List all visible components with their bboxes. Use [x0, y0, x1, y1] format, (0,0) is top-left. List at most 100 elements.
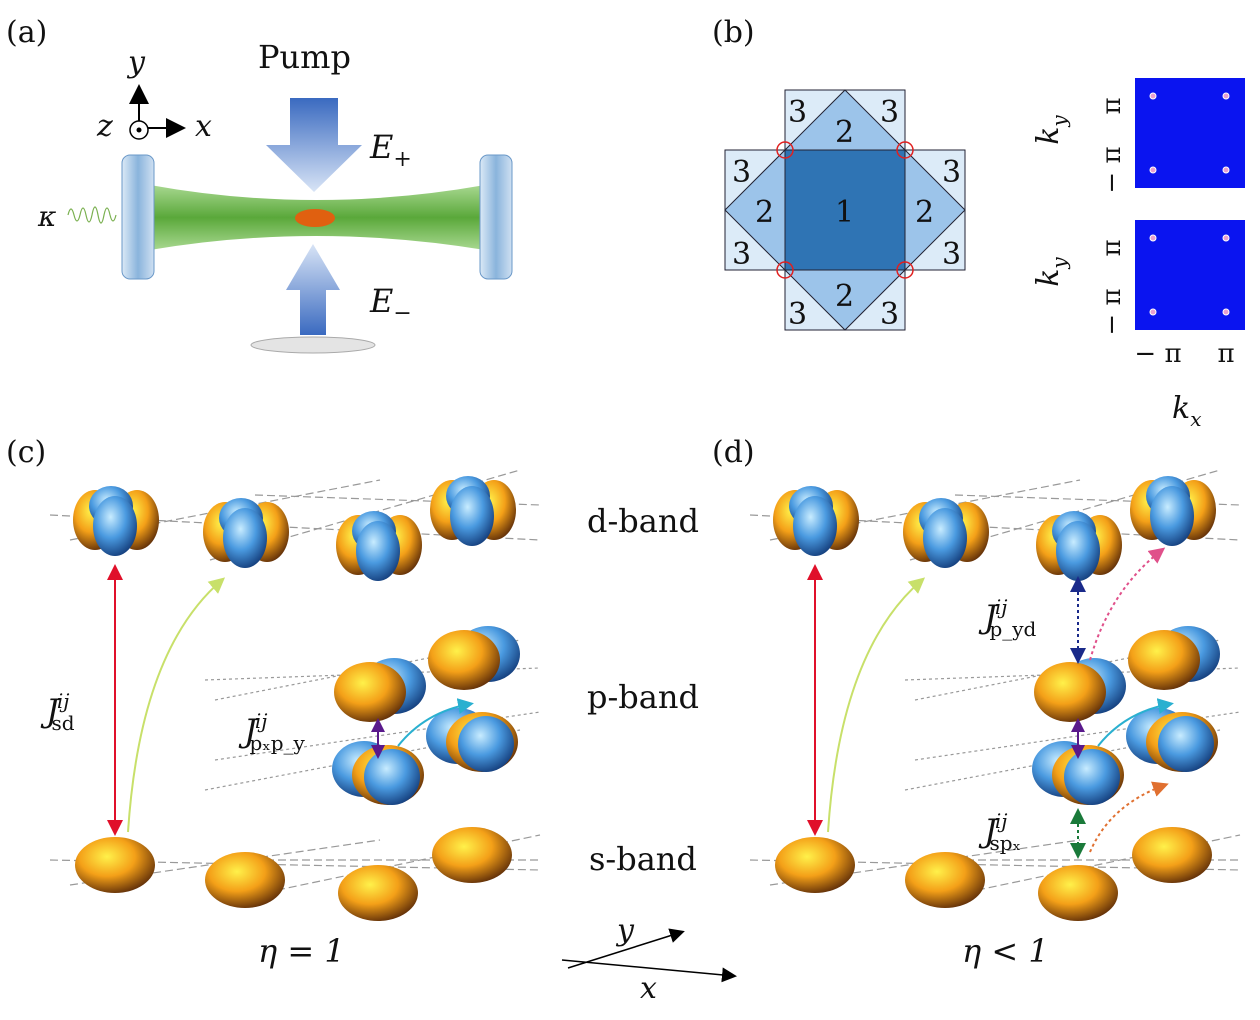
- diagonal-sp-arrow: [1089, 781, 1169, 853]
- d-orbital: [73, 486, 159, 556]
- coordinate-axes-icon: [129, 84, 186, 140]
- s-orbital: [905, 852, 985, 908]
- pump-arrow-up: [286, 244, 340, 335]
- left-mirror: [121, 154, 155, 280]
- p-band-label: p-band: [587, 678, 699, 716]
- zone-2-top: 2: [835, 115, 854, 150]
- d-lobe-blue: [1056, 521, 1100, 581]
- zone-3: 3: [788, 95, 807, 130]
- kx-tick-minus-pi: − π: [1134, 339, 1181, 369]
- ky-label: ky: [1031, 115, 1071, 145]
- lattice-x-label: x: [640, 971, 657, 1006]
- zone-labels: 1 2 2 2 2 3 3 3 3 3 3 3 3: [732, 95, 961, 332]
- s-band-label: s-band: [589, 840, 697, 878]
- panel-b-label: (b): [712, 15, 755, 50]
- eta-d-label: η < 1: [962, 932, 1049, 970]
- d-lobe-blue: [223, 508, 267, 568]
- ky-tick-minus-pi: − π: [1097, 146, 1127, 193]
- d-orbital: [1130, 476, 1216, 546]
- p-lobe-blue: [458, 716, 514, 772]
- s-orbital: [1038, 865, 1118, 921]
- d-orbital: [1036, 511, 1122, 581]
- pump-arrow-down: [266, 98, 362, 192]
- ky-tick-minus-pi: − π: [1097, 288, 1127, 335]
- brillouin-zones: [724, 89, 966, 331]
- d-lobe-blue: [1150, 486, 1194, 546]
- p-lobe-orange: [428, 630, 500, 690]
- momentum-map-bottom: [1135, 220, 1245, 330]
- p-orbital: [428, 626, 520, 690]
- retro-mirror: [250, 336, 376, 354]
- zone-3: 3: [732, 237, 751, 272]
- band-labels: d-band p-band s-band: [587, 502, 699, 878]
- d-lobe-blue: [356, 521, 400, 581]
- zone-3: 3: [788, 297, 807, 332]
- zone-2-right: 2: [915, 195, 934, 230]
- e-minus-label: E−: [369, 282, 412, 326]
- kappa-label: κ: [37, 200, 56, 233]
- diagonal-sd-arrow: [127, 577, 226, 833]
- zone-3: 3: [942, 237, 961, 272]
- lattice-line: [904, 667, 1241, 681]
- panel-d-label: (d): [712, 435, 755, 470]
- panel-b: (b) 1 2 2 2 2 3 3 3 3 3 3 3 3: [712, 15, 1245, 431]
- s-orbital: [338, 865, 418, 921]
- lattice-panels: [49, 469, 1241, 921]
- s-orbital: [75, 837, 155, 893]
- panel-c-label: (c): [6, 435, 46, 470]
- kx-tick-pi: π: [1217, 339, 1234, 369]
- lattice-line: [204, 667, 541, 681]
- axis-x-label: x: [195, 109, 212, 144]
- d-orbital: [903, 498, 989, 568]
- p-lobe-orange: [1128, 630, 1200, 690]
- axis-z-label: z: [96, 109, 113, 144]
- eta-c-label: η = 1: [258, 932, 345, 970]
- pump-label: Pump: [258, 38, 351, 76]
- p-lobe-orange: [1034, 662, 1106, 722]
- p-orbital: [1034, 658, 1126, 722]
- d-orbital: [203, 498, 289, 568]
- diagonal-pd-arrow: [1089, 547, 1166, 661]
- e-plus-label: E+: [369, 128, 412, 172]
- p-lobe-orange: [334, 662, 406, 722]
- zone-3: 3: [880, 297, 899, 332]
- d-orbital: [773, 486, 859, 556]
- panel-a: (a) Pump y x z κ E+ E−: [6, 15, 513, 354]
- diagonal-pp-arrow: [1097, 698, 1174, 747]
- d-lobe-blue: [450, 486, 494, 546]
- p-orbital: [426, 708, 518, 772]
- zone-2-bottom: 2: [835, 279, 854, 314]
- zone-1: 1: [835, 195, 854, 230]
- axis-y-label: y: [126, 45, 146, 80]
- lattice-y-label: y: [615, 913, 635, 948]
- zone-3: 3: [942, 155, 961, 190]
- panel-a-label: (a): [6, 15, 47, 50]
- momentum-map-top: [1135, 78, 1245, 188]
- p-orbital: [1032, 741, 1124, 805]
- p-lobe-blue: [1064, 749, 1120, 805]
- zone-2-left: 2: [755, 195, 774, 230]
- right-mirror: [479, 154, 513, 280]
- zone-3: 3: [880, 95, 899, 130]
- d-orbital: [336, 511, 422, 581]
- diagonal-sd-arrow: [827, 577, 926, 833]
- photon-leak-wave: [67, 206, 117, 224]
- lattice-axes: y x: [561, 913, 737, 1006]
- diagonal-pp-arrow: [397, 698, 474, 747]
- s-orbital: [205, 852, 285, 908]
- d-band-label: d-band: [587, 502, 699, 540]
- kx-label: kx: [1172, 391, 1201, 431]
- ky-label: ky: [1031, 257, 1071, 287]
- d-orbital: [430, 476, 516, 546]
- p-orbital: [1126, 708, 1218, 772]
- d-lobe-blue: [93, 496, 137, 556]
- atom-cloud: [295, 209, 335, 227]
- d-lobe-blue: [923, 508, 967, 568]
